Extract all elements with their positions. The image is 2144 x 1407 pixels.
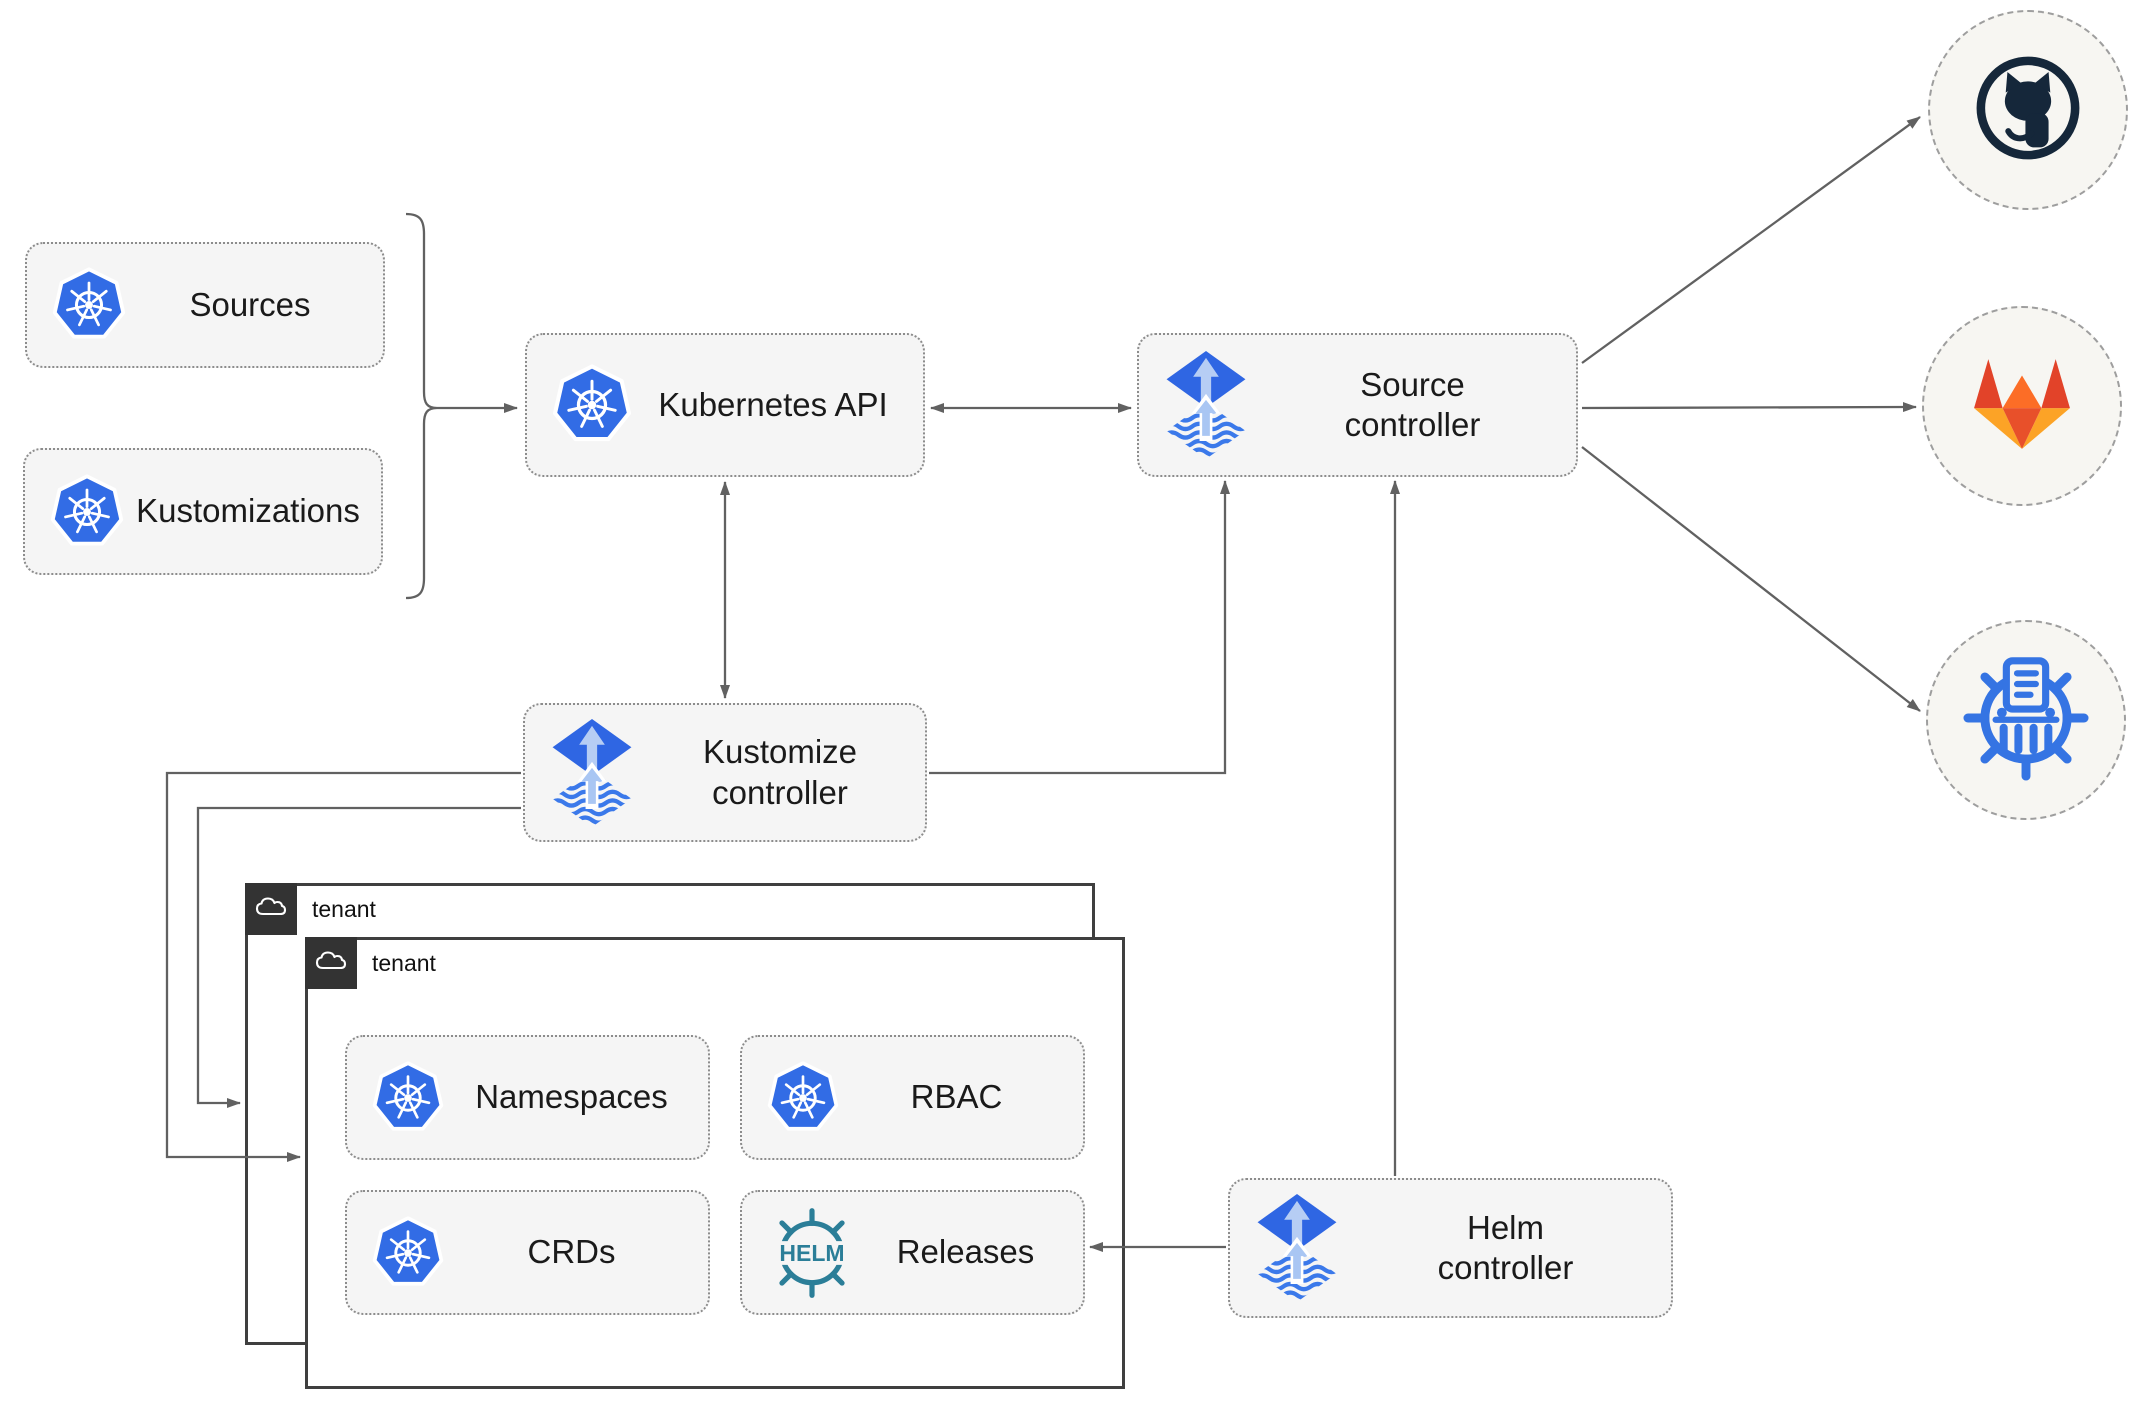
kustomizations-node: Kustomizations (23, 448, 383, 575)
flux-icon (549, 719, 635, 827)
kubernetes-icon (49, 473, 125, 550)
kubernetes-api-label: Kubernetes API (658, 385, 888, 423)
kustomize-controller-label: Kustomize controller (702, 733, 858, 811)
flux-icon (1254, 1194, 1340, 1302)
helm-controller-node: Helm controller (1228, 1178, 1673, 1318)
github-icon (1968, 48, 2088, 173)
kubernetes-icon (551, 364, 633, 446)
releases-label: Releases (896, 1233, 1035, 1271)
kustomize-controller-node: Kustomize controller (523, 703, 927, 842)
tenant-header-square (245, 883, 297, 935)
crds-label: CRDs (527, 1233, 616, 1271)
tenant-label: tenant (312, 896, 376, 922)
rbac-node: RBAC (740, 1035, 1085, 1160)
cloud-icon (314, 949, 348, 978)
bracket (405, 212, 438, 600)
kubernetes-api-node: Kubernetes API (525, 333, 925, 477)
source-controller-label: Source controller (1344, 365, 1481, 443)
source-controller-node: Source controller (1137, 333, 1578, 477)
rbac-label: RBAC (910, 1078, 1003, 1116)
kubernetes-icon (371, 1215, 445, 1290)
kustomizations-label: Kustomizations (136, 492, 360, 530)
kubernetes-icon (371, 1060, 445, 1135)
releases-node: HELM Releases (740, 1190, 1085, 1315)
flux-icon (1163, 351, 1249, 459)
namespaces-node: Namespaces (345, 1035, 710, 1160)
tenant-label: tenant (372, 950, 436, 976)
gitlab-endpoint (1922, 306, 2122, 506)
helm-icon: HELM (766, 1207, 858, 1299)
tenant-header-square (305, 937, 357, 989)
kubernetes-icon (51, 267, 127, 343)
kustomize-icon (1959, 651, 2093, 790)
kustomize-endpoint (1926, 620, 2126, 820)
svg-text:HELM: HELM (779, 1240, 844, 1266)
crds-node: CRDs (345, 1190, 710, 1315)
sources-label: Sources (189, 285, 311, 323)
inner-tenant-group: tenant (305, 937, 1125, 1389)
helm-controller-label: Helm controller (1437, 1208, 1574, 1286)
cloud-icon (254, 895, 288, 924)
gitlab-icon (1971, 358, 2073, 455)
sources-node: Sources (25, 242, 385, 368)
github-endpoint (1928, 10, 2128, 210)
namespaces-label: Namespaces (475, 1078, 668, 1116)
kubernetes-icon (766, 1060, 840, 1135)
